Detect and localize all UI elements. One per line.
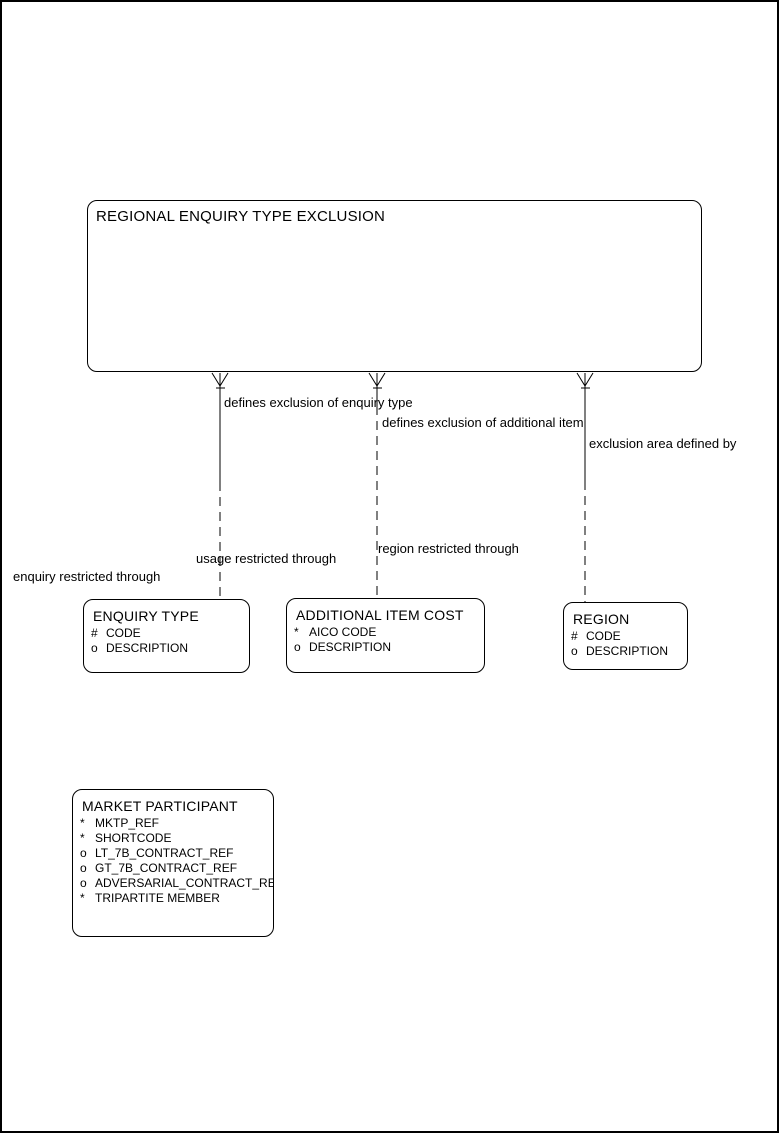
- entity-title: ENQUIRY TYPE: [93, 608, 199, 624]
- attribute-name: ADVERSARIAL_CONTRACT_REF: [95, 876, 274, 890]
- attribute-prefix: o: [91, 641, 98, 655]
- attribute-prefix: o: [294, 640, 301, 654]
- attribute-row: o DESCRIPTION: [84, 641, 249, 656]
- attribute-row: * MKTP_REF: [73, 816, 273, 831]
- attribute-name: SHORTCODE: [95, 831, 172, 845]
- attribute-row: # CODE: [84, 626, 249, 641]
- attribute-name: AICO CODE: [309, 625, 377, 639]
- crow-foot-icon: [368, 372, 386, 389]
- relationship-line-enquiry-type: [211, 372, 229, 600]
- attribute-prefix: o: [571, 644, 578, 658]
- attribute-row: o DESCRIPTION: [564, 644, 687, 659]
- attribute-row: o DESCRIPTION: [287, 640, 484, 655]
- crow-foot-icon: [576, 372, 594, 389]
- attribute-prefix: o: [80, 876, 87, 890]
- relationship-line-region: [576, 372, 594, 603]
- attribute-prefix: o: [80, 846, 87, 860]
- entity-title: REGIONAL ENQUIRY TYPE EXCLUSION: [96, 208, 386, 225]
- relationship-parent-label-additional-item: defines exclusion of additional item: [382, 415, 584, 430]
- entity-additional-item-cost: ADDITIONAL ITEM COST * AICO CODE o DESCR…: [286, 598, 485, 673]
- entity-title: ADDITIONAL ITEM COST: [296, 607, 464, 623]
- attribute-row: * SHORTCODE: [73, 831, 273, 846]
- attribute-prefix: *: [294, 625, 299, 639]
- entity-title: MARKET PARTICIPANT: [82, 798, 238, 814]
- entity-market-participant: MARKET PARTICIPANT * MKTP_REF * SHORTCOD…: [72, 789, 274, 937]
- entity-enquiry-type: ENQUIRY TYPE # CODE o DESCRIPTION: [83, 599, 250, 673]
- relationship-child-label-region: region restricted through: [378, 541, 519, 556]
- attribute-name: TRIPARTITE MEMBER: [95, 891, 220, 905]
- attribute-row: * AICO CODE: [287, 625, 484, 640]
- attribute-row: o ADVERSARIAL_CONTRACT_REF: [73, 876, 273, 891]
- attribute-name: GT_7B_CONTRACT_REF: [95, 861, 238, 875]
- attribute-row: * TRIPARTITE MEMBER: [73, 891, 273, 906]
- relationship-parent-label-region: exclusion area defined by: [589, 436, 737, 451]
- entity-region: REGION # CODE o DESCRIPTION: [563, 602, 688, 670]
- relationship-parent-label-enquiry-type: defines exclusion of enquiry type: [224, 395, 413, 410]
- relationship-child-label-enquiry-type: enquiry restricted through: [13, 569, 161, 584]
- attribute-name: LT_7B_CONTRACT_REF: [95, 846, 234, 860]
- attribute-name: CODE: [586, 629, 621, 643]
- attribute-prefix: #: [571, 629, 578, 643]
- entity-title: REGION: [573, 611, 630, 627]
- attribute-prefix: *: [80, 891, 85, 905]
- attribute-prefix: *: [80, 816, 85, 830]
- attribute-prefix: #: [91, 626, 98, 640]
- entity-regional-enquiry-type-exclusion: REGIONAL ENQUIRY TYPE EXCLUSION: [87, 200, 702, 372]
- attribute-row: o LT_7B_CONTRACT_REF: [73, 846, 273, 861]
- attribute-name: DESCRIPTION: [309, 640, 392, 654]
- attribute-prefix: *: [80, 831, 85, 845]
- attribute-name: DESCRIPTION: [586, 644, 669, 658]
- attribute-row: # CODE: [564, 629, 687, 644]
- relationship-child-label-additional-item: usage restricted through: [196, 551, 337, 566]
- crow-foot-icon: [211, 372, 229, 389]
- attribute-name: MKTP_REF: [95, 816, 160, 830]
- attribute-name: CODE: [106, 626, 141, 640]
- attribute-row: o GT_7B_CONTRACT_REF: [73, 861, 273, 876]
- attribute-prefix: o: [80, 861, 87, 875]
- relationship-line-additional-item-cost: [368, 372, 386, 599]
- attribute-name: DESCRIPTION: [106, 641, 189, 655]
